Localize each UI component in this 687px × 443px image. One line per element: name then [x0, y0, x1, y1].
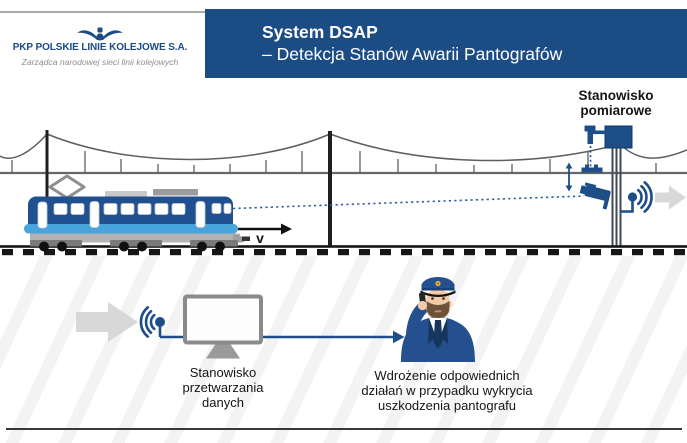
company-tagline: Zarządca narodowej sieci linii kolejowyc…	[21, 57, 179, 67]
wire-detector-nub-2	[594, 164, 598, 168]
watermark-stripes	[0, 256, 687, 443]
data-link-arrowhead	[393, 330, 405, 344]
processing-station-label: Stanowisko przetwarzania danych	[156, 365, 290, 410]
train-wheels	[39, 241, 225, 252]
speed-label: v	[256, 230, 264, 246]
train-stripe	[24, 224, 238, 234]
data-flow-diagram	[76, 277, 475, 362]
measuring-station-label: Stanowisko pomiarowe	[552, 88, 680, 118]
dispatcher-visor	[420, 290, 456, 297]
track-rail	[0, 245, 687, 248]
measuring-station-label-line1: Stanowisko	[578, 88, 654, 103]
monitor-icon	[183, 294, 263, 359]
speed-arrow-icon	[238, 223, 292, 235]
dispatcher-hand	[417, 300, 428, 311]
processing-station-label-line2: przetwarzania	[182, 380, 264, 395]
wire-detector-nub-1	[585, 164, 589, 168]
sensor-mast	[611, 140, 622, 247]
train-underframe	[30, 233, 240, 243]
arrow-right-icon-bottom	[76, 302, 138, 342]
header-divider-line	[0, 11, 205, 13]
dispatcher-mouth	[434, 310, 442, 313]
wireless-signal-icon-mast	[620, 181, 653, 213]
processing-station-label-line1: Stanowisko	[189, 365, 257, 380]
messenger-wire	[0, 133, 687, 162]
train-roof-unit-2	[153, 189, 198, 196]
sensor-box	[604, 125, 633, 149]
sensor-head-icon	[584, 125, 596, 132]
wireless-signal-icon-receiver	[139, 306, 165, 338]
response-action-label-line2: działań w przypadku wykrycia	[361, 383, 533, 398]
height-arrow-icon	[565, 162, 573, 192]
company-name: PKP POLSKIE LINIE KOLEJOWE S.A.	[12, 42, 188, 53]
train-bogie-1	[30, 240, 82, 247]
wire-detector	[581, 167, 603, 173]
track-ties	[0, 249, 687, 256]
dispatcher-cap-band	[421, 288, 455, 291]
camera-sight-line	[232, 195, 585, 210]
dispatcher-icon	[401, 277, 475, 362]
sensor-head-body	[587, 131, 593, 144]
railway-diagram	[0, 125, 687, 256]
pantograph-icon	[48, 174, 86, 200]
response-action-label-line3: uszkodzenia pantografu	[377, 398, 517, 413]
cctv-camera-icon	[579, 182, 611, 210]
dispatcher-eye-right	[442, 297, 445, 300]
train-windows	[37, 201, 232, 229]
monitor-stand	[206, 342, 240, 359]
monitor-screen	[183, 294, 263, 345]
dispatcher-eye-left	[431, 297, 434, 300]
dispatcher-tie	[433, 320, 443, 349]
bottom-rule	[6, 428, 682, 430]
dispatcher-badge-center	[436, 282, 440, 285]
page-title: System DSAP	[262, 22, 378, 42]
arrow-right-icon-top	[655, 185, 686, 210]
catenary-droppers	[11, 151, 657, 173]
measuring-station-label-line2: pomiarowe	[580, 102, 652, 118]
title-banner: System DSAP – Detekcja Stanów Awarii Pan…	[205, 9, 687, 78]
train-roof-unit-1	[105, 191, 147, 198]
processing-station-label-line3: danych	[202, 395, 244, 410]
train	[24, 174, 250, 252]
response-action-label-line1: Wdrożenie odpowiednich	[374, 368, 520, 383]
page-subtitle: – Detekcja Stanów Awarii Pantografów	[262, 44, 563, 64]
dispatcher-beard	[426, 301, 450, 318]
train-bogie-2	[110, 240, 162, 247]
sensor-arm	[588, 130, 606, 135]
train-buffer	[242, 236, 250, 241]
response-action-label: Wdrożenie odpowiednich działań w przypad…	[350, 368, 544, 413]
pkp-logo-icon	[77, 27, 123, 41]
